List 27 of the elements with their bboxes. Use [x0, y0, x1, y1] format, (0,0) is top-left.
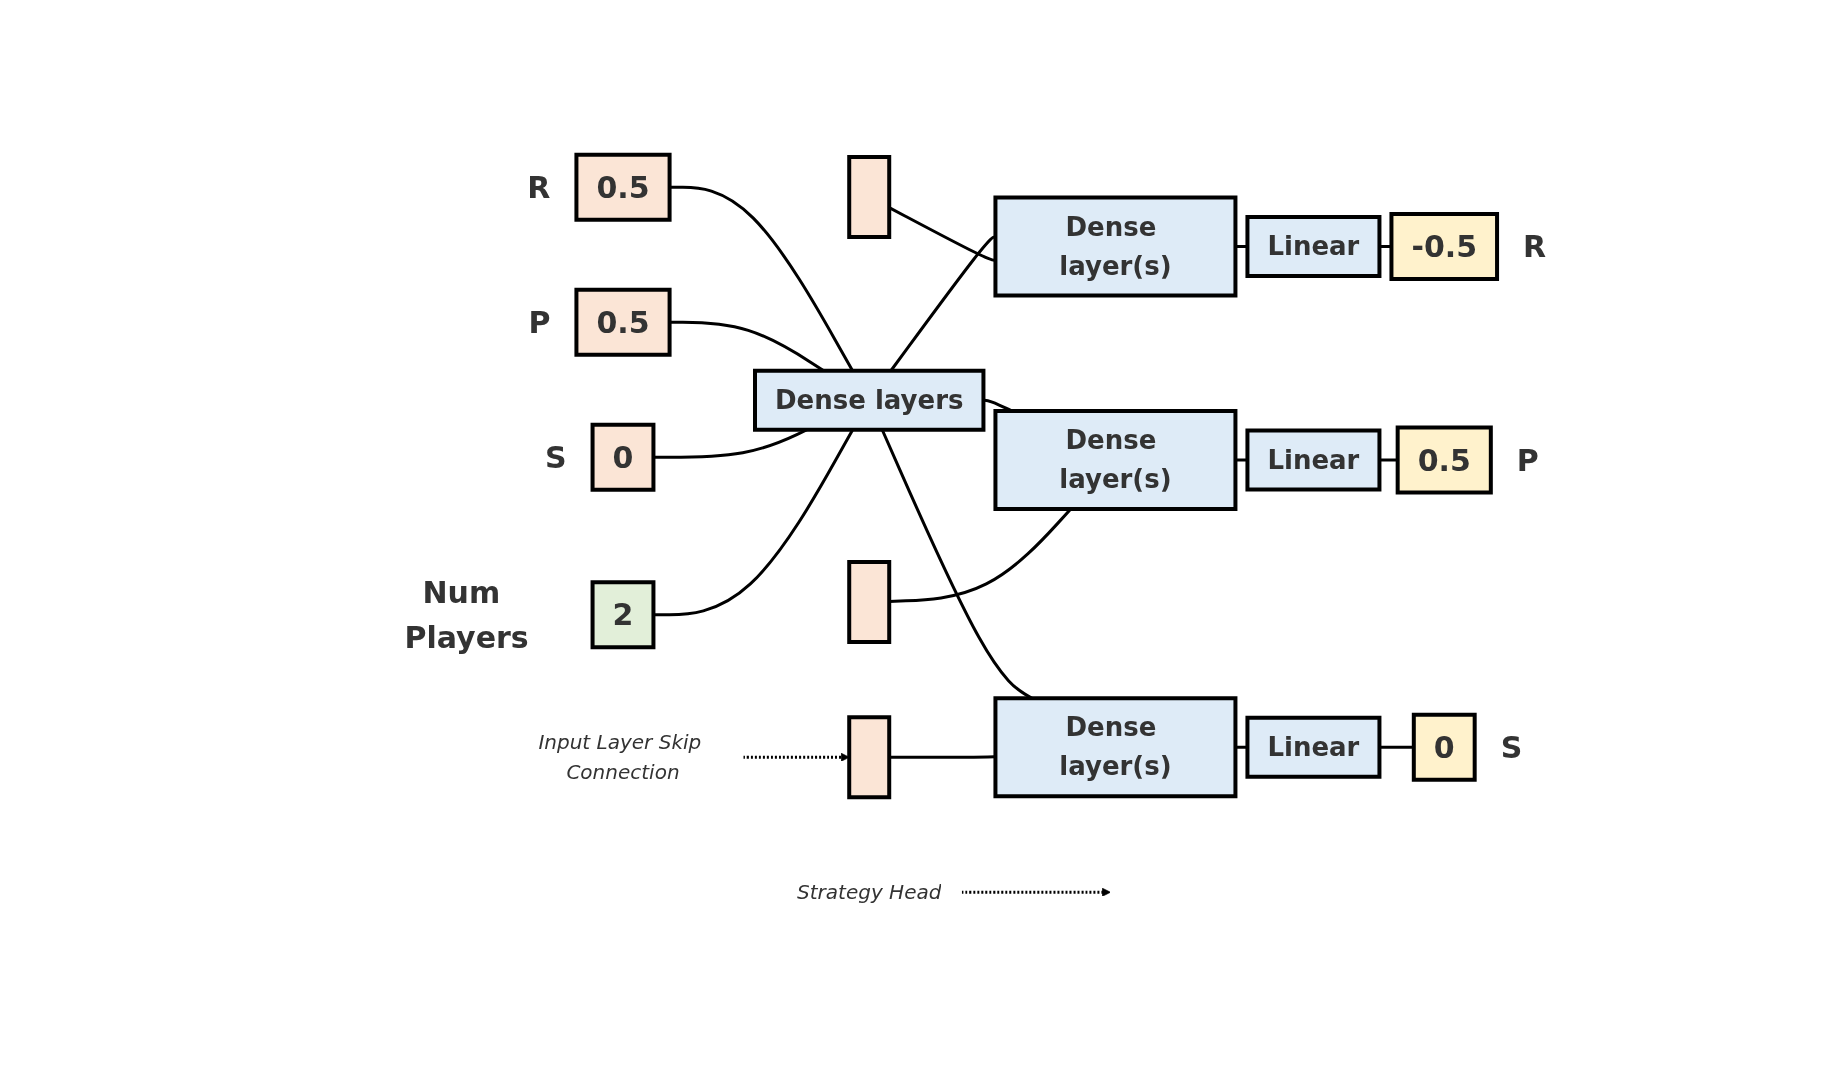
node-box: 0: [1411, 712, 1477, 782]
node-box: 0.5: [574, 287, 672, 357]
node-label: P: [1516, 442, 1539, 478]
node-label: S: [1500, 729, 1523, 765]
node-box: -0.5: [1389, 212, 1499, 281]
node-bar: [847, 560, 892, 644]
arrow: [961, 887, 1111, 897]
node-text: Input Layer Skip Connection: [538, 730, 702, 785]
node-box: Dense layer(s): [993, 696, 1238, 799]
node-bar: [847, 155, 892, 239]
node-label: P: [528, 304, 551, 340]
node-label: R: [1522, 229, 1547, 264]
node-box: 2: [590, 580, 656, 650]
node-box: Linear: [1245, 215, 1382, 278]
node-bar: [847, 715, 892, 800]
node-box: Linear: [1245, 428, 1382, 492]
node-box: Dense layer(s): [993, 195, 1238, 298]
node-box: 0: [590, 422, 656, 492]
node-label: Num Players: [404, 574, 529, 655]
node-label: S: [544, 439, 567, 475]
node-text: Strategy Head: [796, 880, 942, 905]
node-box: 0.5: [1395, 425, 1493, 495]
node-box: Linear: [1245, 715, 1382, 779]
node-box: Dense layers: [752, 368, 986, 432]
node-label: R: [527, 169, 551, 205]
node-box: Dense layer(s): [993, 409, 1238, 511]
node-box: 0.5: [574, 152, 672, 222]
